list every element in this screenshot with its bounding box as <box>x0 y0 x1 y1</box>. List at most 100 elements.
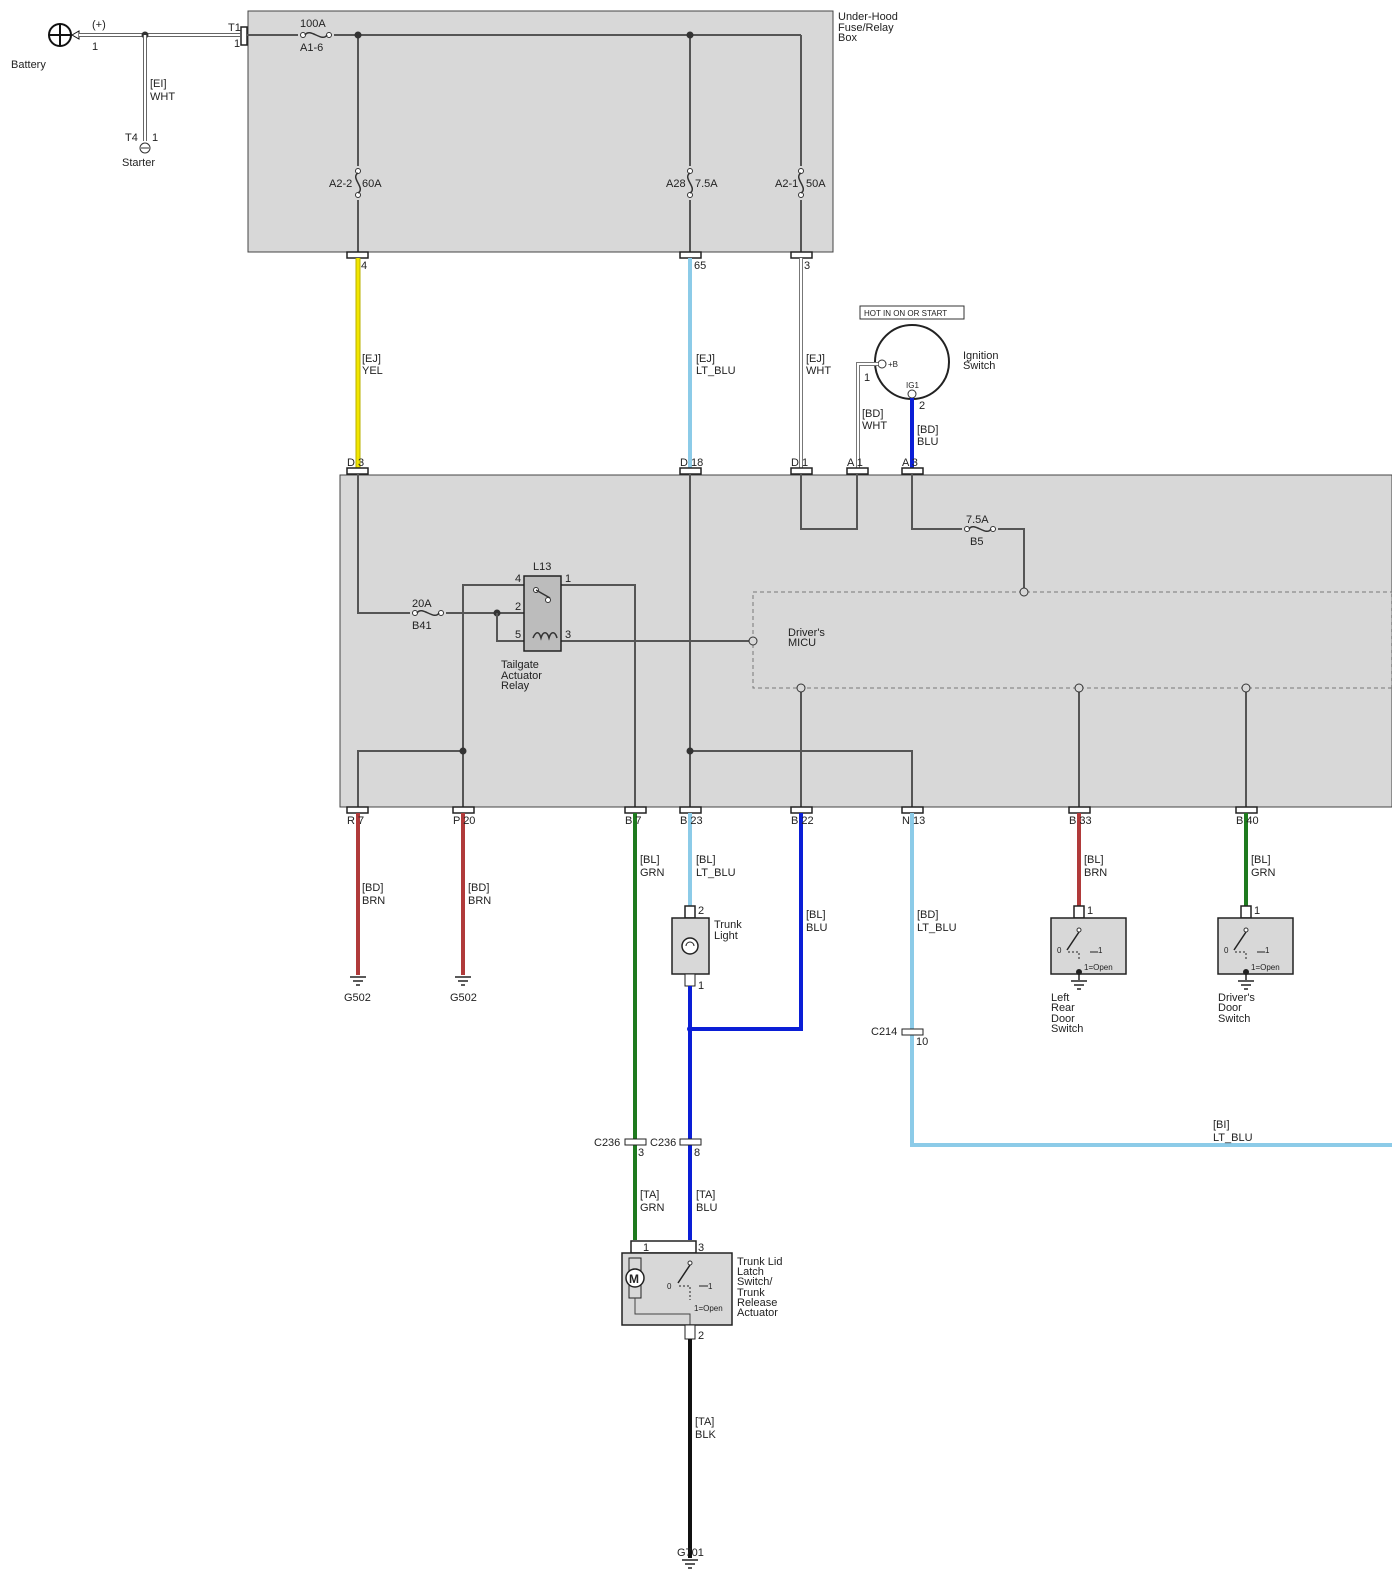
svg-text:BRN: BRN <box>362 895 385 907</box>
svg-text:L13: L13 <box>533 561 551 573</box>
svg-text:R 7: R 7 <box>347 815 364 827</box>
wire-lt-blu-n13 <box>910 813 1392 1147</box>
svg-text:[EJ]: [EJ] <box>696 353 715 365</box>
svg-text:[BL]: [BL] <box>1084 854 1104 866</box>
svg-text:MICU: MICU <box>788 637 816 649</box>
svg-text:Actuator: Actuator <box>737 1307 778 1319</box>
svg-text:BRN: BRN <box>468 895 491 907</box>
svg-text:1: 1 <box>152 132 158 144</box>
svg-text:HOT IN ON OR START: HOT IN ON OR START <box>864 309 947 318</box>
fuse-a2-2 <box>352 166 364 200</box>
svg-text:Relay: Relay <box>501 680 530 692</box>
c214-connector <box>901 1028 924 1036</box>
battery-label: Battery <box>11 59 46 71</box>
svg-text:2: 2 <box>515 601 521 613</box>
svg-text:B 40: B 40 <box>1236 815 1259 827</box>
svg-text:2: 2 <box>698 905 704 917</box>
wire-blu-b22 <box>690 813 803 1031</box>
svg-text:7.5A: 7.5A <box>695 178 718 190</box>
svg-text:0: 0 <box>1224 946 1229 955</box>
svg-text:G502: G502 <box>450 992 477 1004</box>
under-hood-fuse-box <box>247 10 834 253</box>
svg-text:G701: G701 <box>677 1547 704 1559</box>
svg-text:B 33: B 33 <box>1069 815 1092 827</box>
svg-text:LT_BLU: LT_BLU <box>696 365 736 377</box>
svg-text:50A: 50A <box>806 178 826 190</box>
starter-label: Starter <box>122 157 155 169</box>
svg-text:3: 3 <box>565 629 571 641</box>
ground-icon <box>1071 974 1087 990</box>
svg-text:B5: B5 <box>970 536 983 548</box>
svg-text:C236: C236 <box>594 1137 620 1149</box>
c236-connector <box>624 1138 647 1146</box>
svg-text:1: 1 <box>92 41 98 53</box>
svg-text:A2-2: A2-2 <box>329 178 352 190</box>
drivers-door-switch <box>1217 917 1294 975</box>
svg-text:1=Open: 1=Open <box>1084 963 1113 972</box>
svg-text:3: 3 <box>638 1147 644 1159</box>
svg-text:[BD]: [BD] <box>917 424 938 436</box>
svg-text:Switch: Switch <box>1218 1013 1250 1025</box>
svg-text:A28: A28 <box>666 178 686 190</box>
svg-text:GRN: GRN <box>640 1202 665 1214</box>
svg-text:Actuator: Actuator <box>501 670 542 682</box>
svg-text:100A: 100A <box>300 18 326 30</box>
svg-text:IG1: IG1 <box>906 381 919 390</box>
svg-text:60A: 60A <box>362 178 382 190</box>
svg-text:4: 4 <box>515 573 521 585</box>
svg-text:10: 10 <box>916 1036 928 1048</box>
svg-text:4: 4 <box>361 260 367 272</box>
svg-text:Door: Door <box>1051 1013 1075 1025</box>
svg-text:[BL]: [BL] <box>1251 854 1271 866</box>
svg-text:Box: Box <box>838 32 857 44</box>
svg-text:Switch: Switch <box>963 360 995 372</box>
svg-text:[EJ]: [EJ] <box>362 353 381 365</box>
svg-text:A 1: A 1 <box>847 457 863 469</box>
trunk-lid-latch-actuator <box>621 1252 733 1326</box>
svg-text:[EJ]: [EJ] <box>806 353 825 365</box>
svg-text:C214: C214 <box>871 1026 897 1038</box>
fuse-b41 <box>410 608 446 618</box>
svg-text:GRN: GRN <box>640 867 665 879</box>
svg-text:Driver's: Driver's <box>788 627 825 639</box>
svg-text:Release: Release <box>737 1297 777 1309</box>
ground-icon <box>455 976 471 986</box>
svg-text:1: 1 <box>643 1242 649 1254</box>
svg-text:A1-6: A1-6 <box>300 42 323 54</box>
svg-text:20A: 20A <box>412 598 432 610</box>
svg-text:65: 65 <box>694 260 706 272</box>
svg-text:[TA]: [TA] <box>640 1189 659 1201</box>
svg-text:1=Open: 1=Open <box>694 1304 723 1313</box>
svg-text:[BD]: [BD] <box>362 882 383 894</box>
fuse-b5 <box>962 524 998 534</box>
svg-text:1: 1 <box>1265 946 1270 955</box>
svg-text:7.5A: 7.5A <box>966 514 989 526</box>
svg-text:LT_BLU: LT_BLU <box>696 867 736 879</box>
ground-icon <box>682 1559 698 1569</box>
svg-text:B 22: B 22 <box>791 815 814 827</box>
svg-text:D 3: D 3 <box>347 457 364 469</box>
svg-text:3: 3 <box>698 1242 704 1254</box>
c236-connector <box>679 1138 702 1146</box>
svg-text:Ignition: Ignition <box>963 350 998 362</box>
hot-in-on-label-box <box>859 305 965 320</box>
svg-text:[TA]: [TA] <box>696 1189 715 1201</box>
svg-text:[BL]: [BL] <box>696 854 716 866</box>
svg-text:Switch: Switch <box>1051 1023 1083 1035</box>
svg-text:B 23: B 23 <box>680 815 703 827</box>
svg-text:BLU: BLU <box>696 1202 717 1214</box>
svg-text:Trunk Lid: Trunk Lid <box>737 1256 782 1268</box>
svg-text:[BD]: [BD] <box>917 909 938 921</box>
svg-text:C236: C236 <box>650 1137 676 1149</box>
left-rear-door-switch <box>1050 917 1127 975</box>
svg-text:LT_BLU: LT_BLU <box>1213 1132 1253 1144</box>
svg-text:1: 1 <box>864 372 870 384</box>
svg-text:BLU: BLU <box>806 922 827 934</box>
svg-text:[TA]: [TA] <box>695 1416 714 1428</box>
svg-text:Under-Hood: Under-Hood <box>838 11 898 23</box>
svg-text:[BI]: [BI] <box>1213 1119 1230 1131</box>
svg-text:Switch/: Switch/ <box>737 1276 773 1288</box>
svg-text:8: 8 <box>694 1147 700 1159</box>
svg-text:T4: T4 <box>125 132 138 144</box>
svg-text:BLK: BLK <box>695 1429 716 1441</box>
